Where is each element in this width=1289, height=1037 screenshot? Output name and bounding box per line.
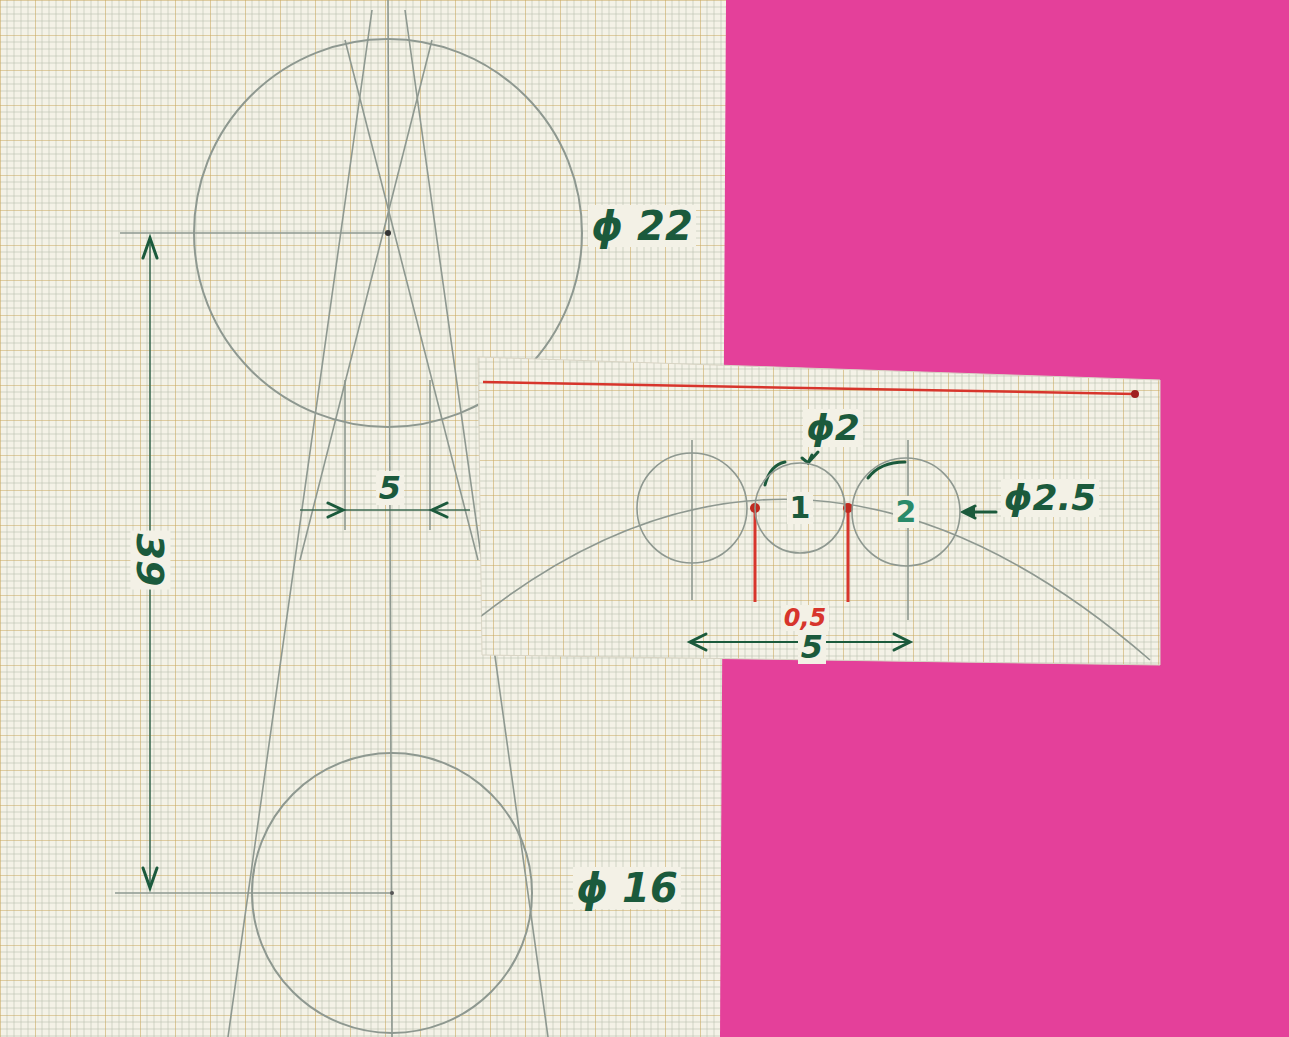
circle-node: 1 — [754, 462, 846, 554]
dimension-arrows — [143, 238, 447, 888]
paper-strip — [478, 357, 1160, 665]
dimension-label: 5 — [798, 630, 826, 664]
gap-dimension: 0,5 — [781, 605, 830, 631]
circle-node: 2 — [851, 457, 961, 567]
circle-number: 2 — [893, 496, 920, 528]
dimension-label: 39 — [130, 531, 170, 590]
red-line — [483, 382, 1135, 394]
diameter-label: ϕ 16 — [573, 867, 680, 909]
strip-sketch — [470, 440, 1150, 660]
dimension-label: 5 — [376, 471, 404, 505]
diameter-label: ϕ2 — [803, 409, 863, 447]
diameter-label: ϕ2.5 — [1001, 479, 1099, 517]
strip-leaders — [690, 452, 996, 650]
diameter-label: ϕ 22 — [588, 205, 695, 247]
circle-number: 1 — [787, 492, 814, 524]
